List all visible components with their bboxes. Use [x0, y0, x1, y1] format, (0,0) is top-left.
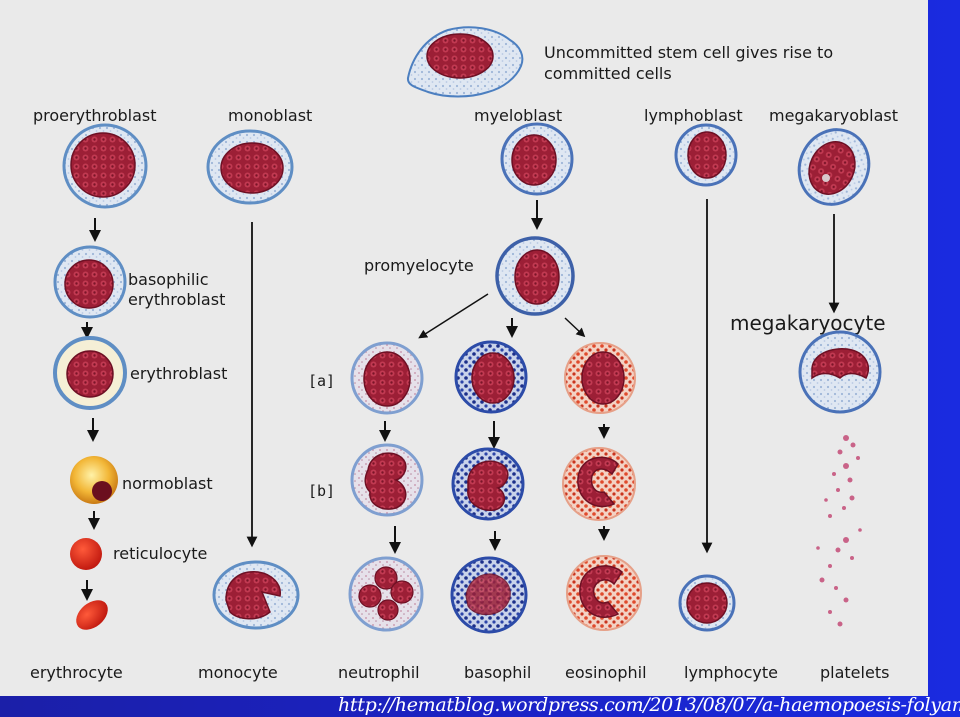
label-erythroblast: erythroblast — [130, 364, 227, 383]
megakaryoblast-cell — [797, 128, 871, 206]
neutrophil-metamyelocyte-cell — [350, 443, 424, 517]
haematopoiesis-diagram: Uncommitted stem cell gives rise to comm… — [30, 26, 898, 682]
myeloblast-cell — [500, 122, 574, 196]
neutrophil-cell — [348, 556, 424, 632]
basophil-myelocyte-cell — [454, 340, 528, 414]
label-erythrocyte: erythrocyte — [30, 663, 123, 682]
label-myeloblast: myeloblast — [474, 106, 562, 125]
megakaryocyte-cell — [798, 330, 882, 414]
normoblast-cell — [70, 456, 118, 504]
label-monoblast: monoblast — [228, 106, 312, 125]
eosinophil-cell — [566, 555, 642, 631]
stem-cell-caption-line1: Uncommitted stem cell gives rise to — [544, 43, 833, 62]
monoblast-cell — [206, 129, 294, 205]
label-row-b: [b] — [308, 482, 335, 500]
label-neutrophil: neutrophil — [338, 663, 420, 682]
monocyte-cell — [212, 560, 300, 630]
basophil-metamyelocyte-cell — [451, 447, 525, 521]
reticulocyte-cell — [70, 538, 102, 570]
source-url[interactable]: http://hematblog.wordpress.com/2013/08/0… — [338, 694, 960, 716]
label-lymphocyte: lymphocyte — [684, 663, 778, 682]
neutrophil-myelocyte-cell — [350, 341, 424, 415]
promyelocyte-cell — [495, 236, 575, 316]
arrow — [418, 293, 489, 339]
arrow — [564, 317, 586, 338]
label-megakaryoblast: megakaryoblast — [769, 106, 898, 125]
label-row-a: [a] — [308, 372, 335, 390]
label-monocyte: monocyte — [198, 663, 278, 682]
eosinophil-metamyelocyte-cell — [562, 447, 636, 521]
label-lymphoblast: lymphoblast — [644, 106, 743, 125]
label-reticulocyte: reticulocyte — [113, 544, 207, 563]
proerythroblast-cell — [62, 123, 148, 209]
label-basophilic-erythroblast: erythroblast — [128, 290, 225, 309]
stem-cell — [406, 26, 524, 98]
label-megakaryocyte: megakaryocyte — [730, 311, 886, 335]
lymphocyte-cell — [678, 574, 736, 632]
basophilic-erythroblast-cell — [53, 245, 127, 319]
erythroblast-cell — [53, 336, 127, 410]
label-platelets: platelets — [820, 663, 889, 682]
label-eosinophil: eosinophil — [565, 663, 647, 682]
eosinophil-myelocyte-cell — [564, 342, 636, 414]
stem-cell-caption-line2: committed cells — [544, 64, 672, 83]
label-promyelocyte: promyelocyte — [364, 256, 474, 275]
platelets-scatter — [816, 435, 862, 627]
label-basophilic: basophilic — [128, 270, 209, 289]
label-basophil: basophil — [464, 663, 531, 682]
lymphoblast-cell — [674, 123, 738, 187]
label-normoblast: normoblast — [122, 474, 213, 493]
label-proerythroblast: proerythroblast — [33, 106, 157, 125]
basophil-cell — [450, 556, 528, 634]
erythrocyte-cell — [76, 600, 108, 630]
